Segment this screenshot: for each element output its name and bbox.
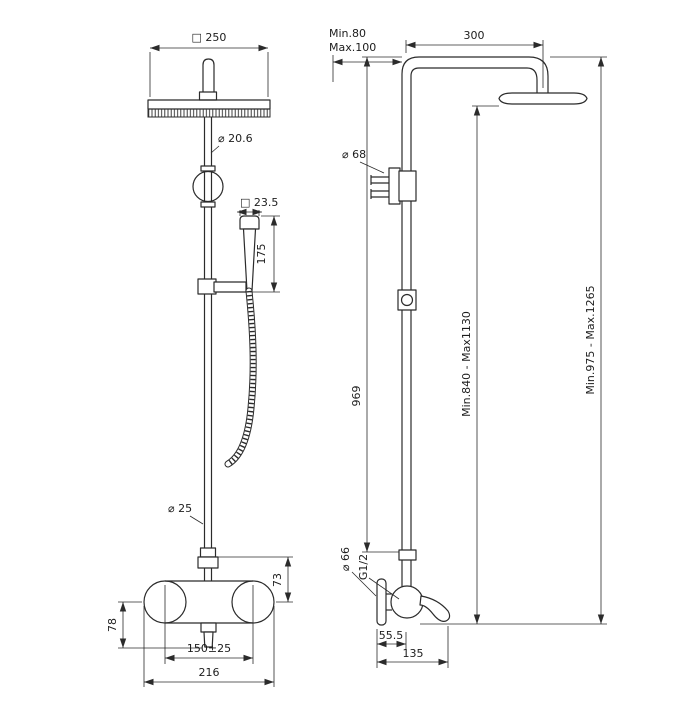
- dim-arm-projection: 300: [464, 29, 485, 42]
- dim-mixer-width: 216: [199, 666, 220, 679]
- side-structure: [370, 56, 588, 626]
- dim-connection-thread: G1/2: [357, 554, 370, 580]
- head-arm-front: [202, 58, 215, 92]
- dim-total-height-range: Min.975 - Max.1265: [584, 285, 597, 394]
- dim-riser-diameter: ⌀ 25: [168, 502, 192, 515]
- slider-clamp: [197, 278, 217, 295]
- wall-flange-side: [376, 578, 387, 626]
- mixer-spout: [203, 631, 214, 648]
- leader-line: [368, 577, 400, 600]
- riser-connector-ring: [192, 170, 224, 203]
- leader-line: [189, 515, 204, 525]
- column-joint: [397, 289, 417, 311]
- dim-mixer-projection: 135: [403, 647, 424, 660]
- leader-line: [351, 571, 377, 597]
- lower-collar-large: [197, 556, 219, 569]
- mixer-collar-side: [398, 549, 417, 561]
- bracket-plate: [388, 167, 401, 205]
- dim-column-length: 969: [350, 386, 363, 407]
- wall-bracket: [370, 167, 417, 205]
- mixer-lever-handle: [419, 595, 451, 622]
- dim-hand-shower-size: □ 23.5: [240, 196, 278, 209]
- dim-head-height-range: Min.840 - Max1130: [460, 311, 473, 417]
- dim-pipe-diameter: ⌀ 20.6: [218, 132, 253, 145]
- leader-line: [359, 161, 385, 174]
- hand-shower-head: [239, 215, 260, 230]
- dim-column-to-mixer: 73: [271, 573, 284, 587]
- shower-arm-side: [401, 56, 549, 93]
- column-joint-screw: [400, 293, 414, 307]
- dim-head-width: □ 250: [192, 31, 227, 44]
- side-dimension-lines: [332, 40, 607, 668]
- dim-inlet-spacing: 150±25: [187, 642, 231, 655]
- dim-hand-shower-length: 175: [255, 244, 268, 265]
- front-structure: [143, 58, 275, 648]
- dim-wall-offset-max: Max.100: [329, 41, 376, 54]
- front-view: □ 250 ⌀ 20.6 □ 23.5 175 ⌀ 25 73 78 150±2…: [106, 31, 293, 687]
- lower-collar-small: [199, 547, 217, 558]
- hand-shower-holder: [213, 281, 247, 293]
- riser-clamp-upper: [200, 165, 216, 172]
- dim-wall-to-column: 55.5: [379, 629, 404, 642]
- leader-line: [210, 145, 220, 154]
- side-view: Min.80 Max.100 300 ⌀ 68 969 Min.840 - Ma…: [329, 27, 607, 668]
- shower-head-spray-face: [147, 108, 271, 118]
- dim-flange-diameter: ⌀ 66: [339, 547, 352, 571]
- dim-mixer-to-spout: 78: [106, 618, 119, 632]
- bracket-collar: [398, 170, 417, 202]
- head-arm-collar: [198, 91, 218, 101]
- mixer-body-side: [390, 585, 424, 619]
- riser-clamp-lower: [200, 201, 216, 208]
- shower-head-side: [498, 92, 588, 105]
- front-dimension-lines: [118, 44, 293, 687]
- dim-bracket-diameter: ⌀ 68: [342, 148, 366, 161]
- shower-arm-side: [410, 67, 538, 93]
- mixer-spout-base: [200, 622, 217, 633]
- shower-hose: [224, 287, 257, 468]
- shower-head-plate-front: [147, 99, 271, 110]
- dim-wall-offset-min: Min.80: [329, 27, 366, 40]
